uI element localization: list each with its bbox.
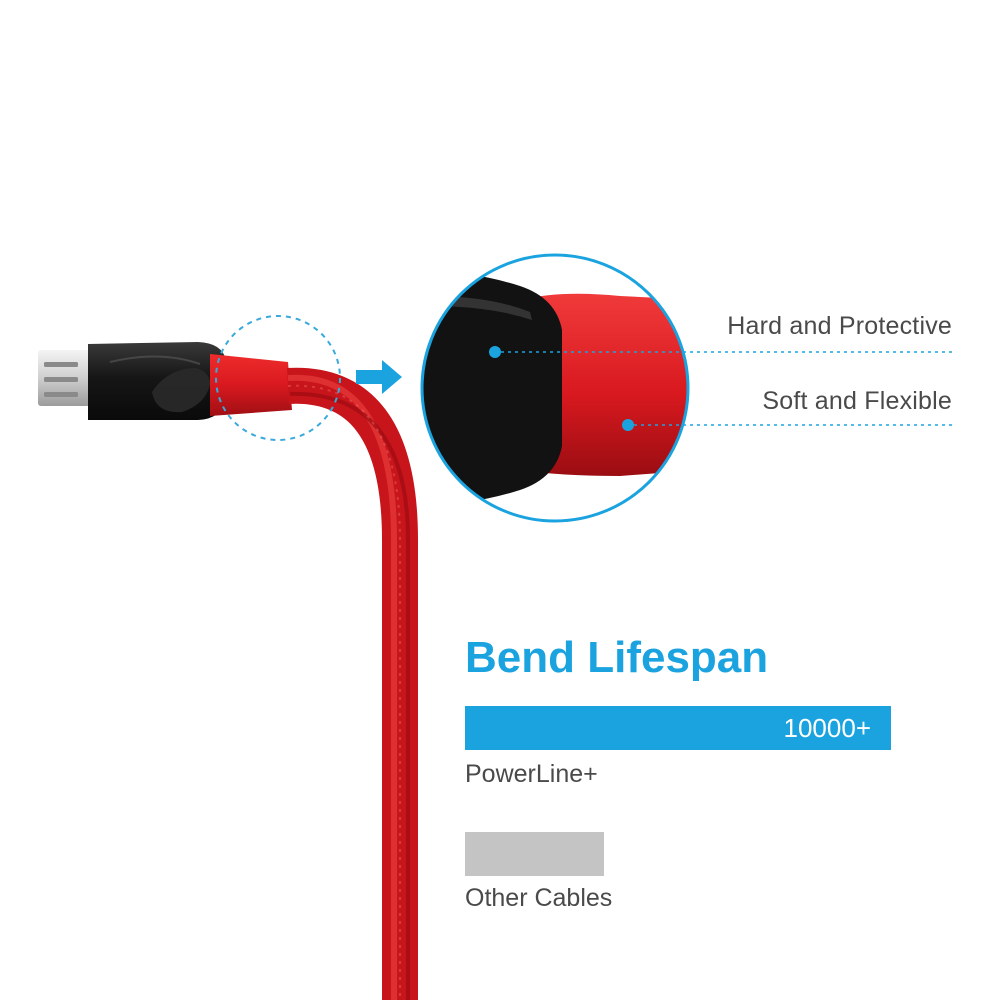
arrow-icon bbox=[356, 360, 402, 394]
callout-line-hard bbox=[489, 346, 952, 358]
section-title: Bend Lifespan bbox=[465, 633, 769, 682]
lifespan-label-other: Other Cables bbox=[465, 884, 613, 912]
callout-line-soft bbox=[622, 419, 952, 431]
micro-usb-plug bbox=[38, 350, 90, 406]
strain-relief bbox=[210, 354, 292, 416]
callout-label-hard-protective: Hard and Protective bbox=[727, 312, 952, 340]
lifespan-bar-powerline: 10000+ bbox=[465, 706, 891, 750]
lifespan-bar-other bbox=[465, 832, 604, 876]
connector-housing bbox=[88, 342, 226, 420]
callout-label-soft-flexible: Soft and Flexible bbox=[762, 387, 952, 415]
lifespan-value: 10000+ bbox=[783, 713, 871, 743]
braided-cable bbox=[287, 367, 418, 1000]
lifespan-label-powerline: PowerLine+ bbox=[465, 760, 598, 788]
zoom-detail-circle bbox=[420, 253, 690, 523]
highlight-circle bbox=[215, 315, 341, 441]
